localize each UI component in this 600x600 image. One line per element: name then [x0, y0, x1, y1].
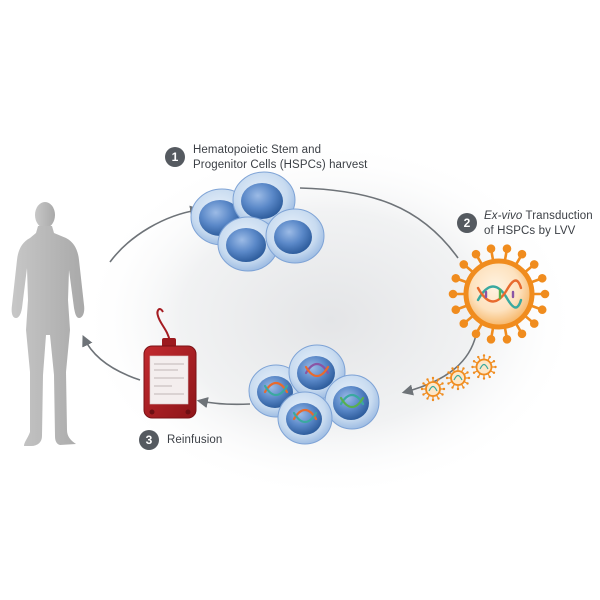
virus-spike-tip — [537, 273, 547, 283]
virus-spike-tip — [529, 319, 539, 328]
virus-spike-tip — [448, 289, 458, 299]
step-2-label: Ex-vivo Transduction of HSPCs by LVV — [484, 209, 593, 239]
virus-spike-tip — [422, 382, 425, 385]
small-virus-group — [420, 354, 497, 402]
small-virus-body — [425, 381, 441, 397]
virus-spike-tip — [537, 305, 547, 315]
step-1-badge: 1 — [165, 147, 185, 167]
virus-spike-tip — [420, 387, 424, 391]
dna-helix-icon — [476, 279, 523, 309]
arrow-bag-to-patient — [82, 334, 141, 381]
small-virus-body — [450, 370, 466, 386]
virus-spike-tip — [456, 387, 460, 391]
virus-spike-tip — [462, 367, 465, 370]
transduced-cell — [277, 391, 333, 445]
virus-spike-tip — [471, 329, 481, 339]
step-2-badge: 2 — [457, 213, 477, 233]
virus-spike-tip — [426, 378, 429, 381]
virus-spike-tip — [451, 305, 461, 315]
virus-spike-tip — [517, 329, 527, 339]
virus-spike-tip — [477, 355, 480, 359]
virus-spike-tip — [451, 273, 461, 283]
virus-spike-tip — [486, 335, 496, 344]
virus-spike-tip — [466, 371, 469, 374]
virus-spike-tip — [482, 354, 486, 357]
transduced-cell — [324, 374, 380, 430]
small-virus-dna — [453, 374, 463, 381]
virus-spike-tip — [494, 365, 497, 369]
virus-spike-tip — [472, 371, 476, 374]
virus-spike-tip — [431, 398, 435, 402]
virus-spike-tip — [447, 382, 450, 385]
step-3-label: Reinfusion — [167, 433, 222, 448]
virus-spike-tip — [437, 397, 440, 400]
small-virus-dna — [428, 385, 438, 392]
inserted-dna-strands — [263, 362, 365, 424]
virus-spike-tip — [437, 378, 440, 381]
virus-spike-tip — [471, 365, 474, 369]
blood-bag — [143, 308, 197, 419]
step-1-line1: Hematopoietic Stem and — [193, 144, 322, 156]
virus-spike-tip — [488, 355, 491, 359]
patient-silhouette — [11, 202, 85, 446]
virus-spike-tip — [459, 260, 469, 269]
virus-spike-tip — [442, 387, 446, 391]
blood-bag-label — [149, 355, 189, 405]
virus-spike-tip — [517, 249, 527, 259]
arrow-cells-to-bag — [196, 397, 251, 409]
hspc-cell — [265, 208, 325, 264]
arrow-patient-to-harvest — [109, 205, 202, 263]
arrow-harvest-to-transduction — [299, 187, 459, 259]
virus-spike-tip — [422, 393, 425, 396]
small-virus-body — [475, 358, 493, 376]
step-1-line2: Progenitor Cells (HSPCs) harvest — [193, 159, 368, 171]
step-2-line1-rest: Transduction — [522, 210, 593, 222]
virus-spike-tip — [482, 377, 486, 380]
transduced-cell-cluster — [248, 344, 380, 445]
step-1-label: Hematopoietic Stem and Progenitor Cells … — [193, 143, 367, 173]
virus-spike-tip — [471, 249, 481, 259]
virus-spike-tip — [488, 375, 491, 379]
virus-spike-tip — [441, 393, 444, 396]
virus-spike-tip — [431, 376, 435, 380]
virus-spike-tip — [467, 376, 471, 380]
virus-spike-tip — [502, 244, 512, 253]
cycle-arrows — [82, 187, 477, 409]
step-2-line1: Ex-vivo Transduction — [484, 209, 593, 224]
lentiviral-vector-virus — [448, 244, 550, 344]
virus-spike-tip — [502, 335, 512, 344]
virus-spike-tip — [486, 244, 496, 253]
virus-spike-tip — [492, 371, 496, 374]
virus-spike-tip — [426, 397, 429, 400]
small-virus-dna — [479, 363, 489, 370]
step-2-italic-term: Ex-vivo — [484, 210, 523, 222]
virus-spike-tip — [529, 260, 539, 269]
step-2-line2: of HSPCs by LVV — [484, 225, 576, 237]
virus-spike-tip — [441, 382, 444, 385]
virus-spike-tip — [447, 371, 450, 374]
virus-spike-tip — [445, 376, 449, 380]
virus-spike-tip — [462, 386, 465, 389]
blood-bag-tubing — [156, 308, 171, 343]
virus-spike-tip — [540, 289, 550, 299]
arrow-transduction-to-cells — [401, 334, 477, 396]
small-virus — [445, 365, 471, 391]
step-3-line1: Reinfusion — [167, 434, 223, 446]
virus-spike-tip — [451, 367, 454, 370]
small-virus — [420, 376, 446, 402]
virus-spike-tip — [466, 382, 469, 385]
virus-spike-tip — [451, 386, 454, 389]
virus-spike-tip — [459, 319, 469, 328]
virus-spike-tip — [492, 360, 496, 363]
virus-spike-tip — [456, 365, 460, 369]
virus-spike-tip — [472, 360, 476, 363]
small-virus — [471, 354, 497, 380]
hspc-cell-cluster — [190, 171, 325, 272]
step-3-badge: 3 — [139, 430, 159, 450]
virus-spike-tip — [477, 375, 480, 379]
